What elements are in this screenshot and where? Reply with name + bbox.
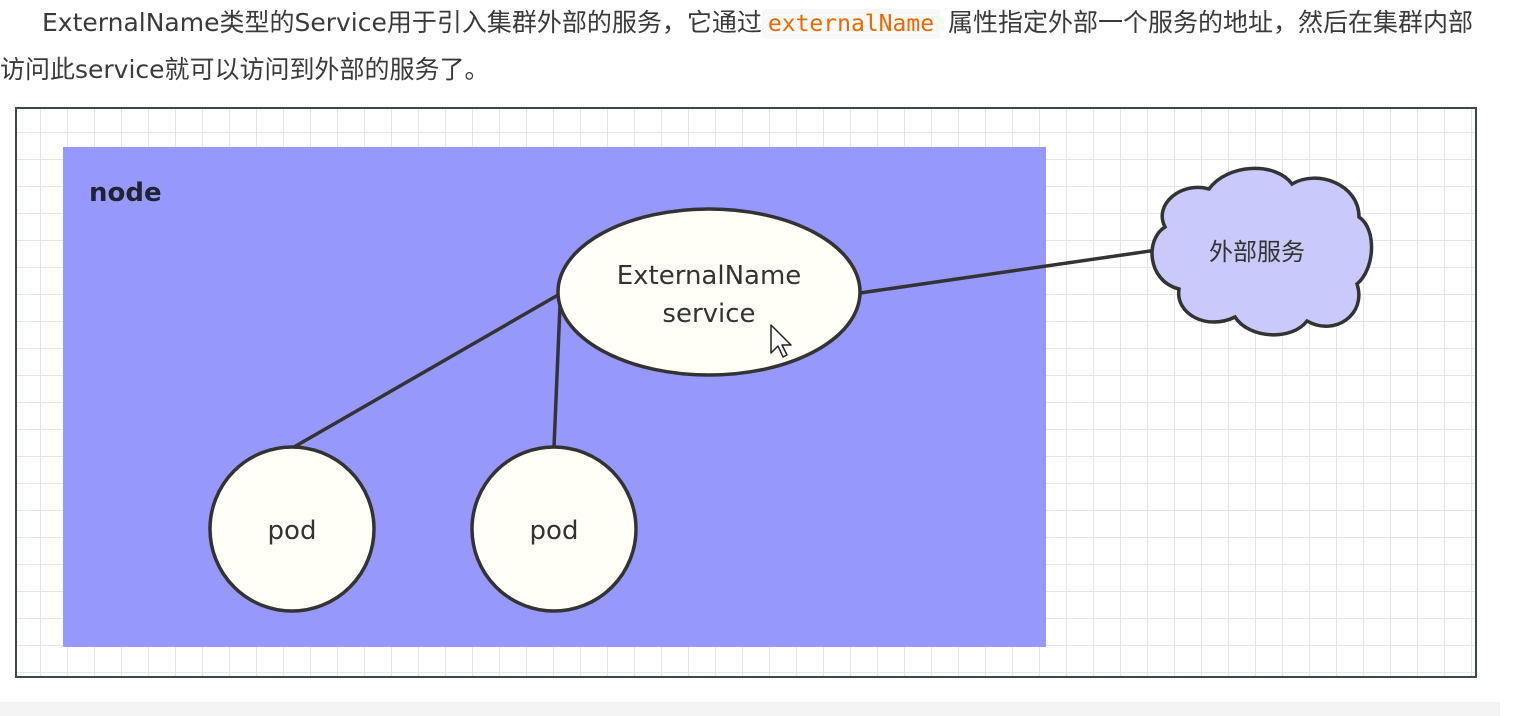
external-service-cloud	[1150, 166, 1374, 337]
inline-code-externalname: externalName	[761, 9, 941, 39]
connector-service-pod1	[293, 293, 559, 449]
pod-circle-1	[208, 445, 376, 613]
paragraph-text-before: ExternalName类型的Service用于引入集群外部的服务，它通过	[42, 8, 762, 37]
connector-service-external	[859, 248, 1158, 295]
externalname-service-ellipse	[556, 207, 862, 377]
pod-label-2: pod	[530, 516, 579, 546]
paragraph-text-after: 属性指定外部一个服务的地址，然后在集群内部访问此service就可以访问到外部的…	[0, 8, 1474, 84]
node-label: node	[89, 178, 162, 208]
service-label-line2: service	[662, 299, 755, 329]
external-service-label: 外部服务	[1209, 238, 1305, 266]
diagram-canvas: node ExternalName service pod pod 外部服务	[63, 147, 1374, 647]
externalname-diagram: node ExternalName service pod pod 外部服务	[15, 107, 1477, 678]
pod-label-1: pod	[268, 516, 317, 546]
mouse-cursor-icon	[770, 324, 792, 358]
service-label-line1: ExternalName	[617, 261, 802, 291]
bottom-strip	[0, 702, 1500, 716]
pod-circle-2	[470, 445, 638, 613]
connector-service-pod2	[552, 304, 562, 448]
